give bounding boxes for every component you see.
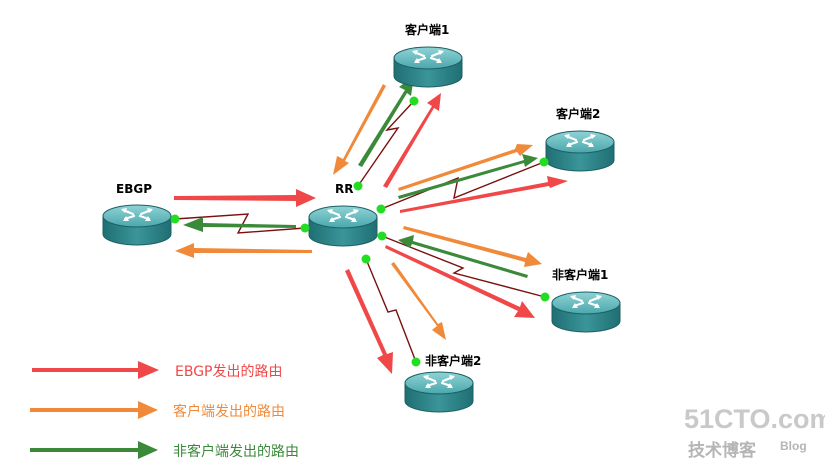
client-arrow-2: [398, 144, 533, 191]
legend-label-nonclient: 非客户端发出的路由: [173, 443, 299, 460]
ports: [170, 96, 550, 367]
watermark-blog: Blog: [780, 439, 807, 453]
router-ebgp: [101, 203, 173, 247]
client-routes: [30, 84, 542, 419]
port-dot: [376, 204, 386, 214]
ebgp-arrow-5: [345, 269, 393, 374]
client-arrow-3: [175, 243, 312, 258]
client-arrow-4: [403, 226, 542, 267]
router-nonclient1: [550, 290, 622, 334]
nonclient-arrow-3: [183, 217, 296, 232]
legend-label-ebgp: EBGP发出的路由: [175, 364, 283, 380]
legend-ebgp-arrow: [32, 361, 159, 379]
link-rr-client1: [357, 100, 415, 187]
legend: EBGP发出的路由 客户端发出的路由 非客户端发出的路由: [173, 364, 299, 460]
ebgp-routes: [32, 93, 568, 379]
port-dot: [377, 231, 387, 241]
router-nonclient2: [403, 370, 475, 414]
port-dot: [300, 223, 310, 233]
link-rr-client2: [380, 161, 545, 210]
port-dot: [170, 214, 180, 224]
port-dot: [411, 357, 421, 367]
nonclient-routes: [30, 76, 538, 459]
client-arrow-1: [333, 84, 386, 175]
router-client1: [392, 45, 464, 89]
link-rr-nonclient1: [381, 235, 546, 298]
port-dot: [409, 96, 419, 106]
watermark-subtitle: 技术博客: [688, 440, 757, 461]
ebgp-arrow-1: [174, 189, 316, 207]
client-arrow-5: [391, 262, 446, 340]
legend-label-client: 客户端发出的路由: [173, 403, 285, 420]
nonclient-arrow-2: [398, 154, 538, 199]
label-client1: 客户端1: [404, 22, 449, 37]
label-rr: RR: [335, 182, 353, 196]
nonclient-arrow-1: [358, 76, 414, 167]
ebgp-arrow-3: [400, 176, 568, 213]
link-ebgp-rr: [174, 213, 306, 234]
port-dot: [540, 292, 550, 302]
legend-client-arrow: [30, 401, 158, 419]
router-rr: [307, 204, 379, 248]
label-nonclient2: 非客户端2: [425, 353, 481, 368]
label-ebgp: EBGP: [116, 182, 152, 196]
nonclient-arrow-4: [398, 235, 528, 278]
port-dot: [361, 254, 371, 264]
links: [174, 100, 546, 363]
ebgp-arrow-4: [385, 245, 535, 318]
label-client2: 客户端2: [555, 106, 600, 121]
router-client2: [544, 129, 616, 173]
ebgp-arrow-2: [383, 93, 441, 188]
port-dot: [539, 157, 549, 167]
label-nonclient1: 非客户端1: [552, 267, 608, 282]
port-dot: [353, 181, 363, 191]
link-rr-nonclient2: [365, 258, 417, 363]
legend-nonclient-arrow: [30, 441, 158, 459]
watermark: 51CTO.com 技术博客 Blog: [684, 404, 825, 461]
watermark-site: 51CTO.com: [684, 404, 825, 434]
